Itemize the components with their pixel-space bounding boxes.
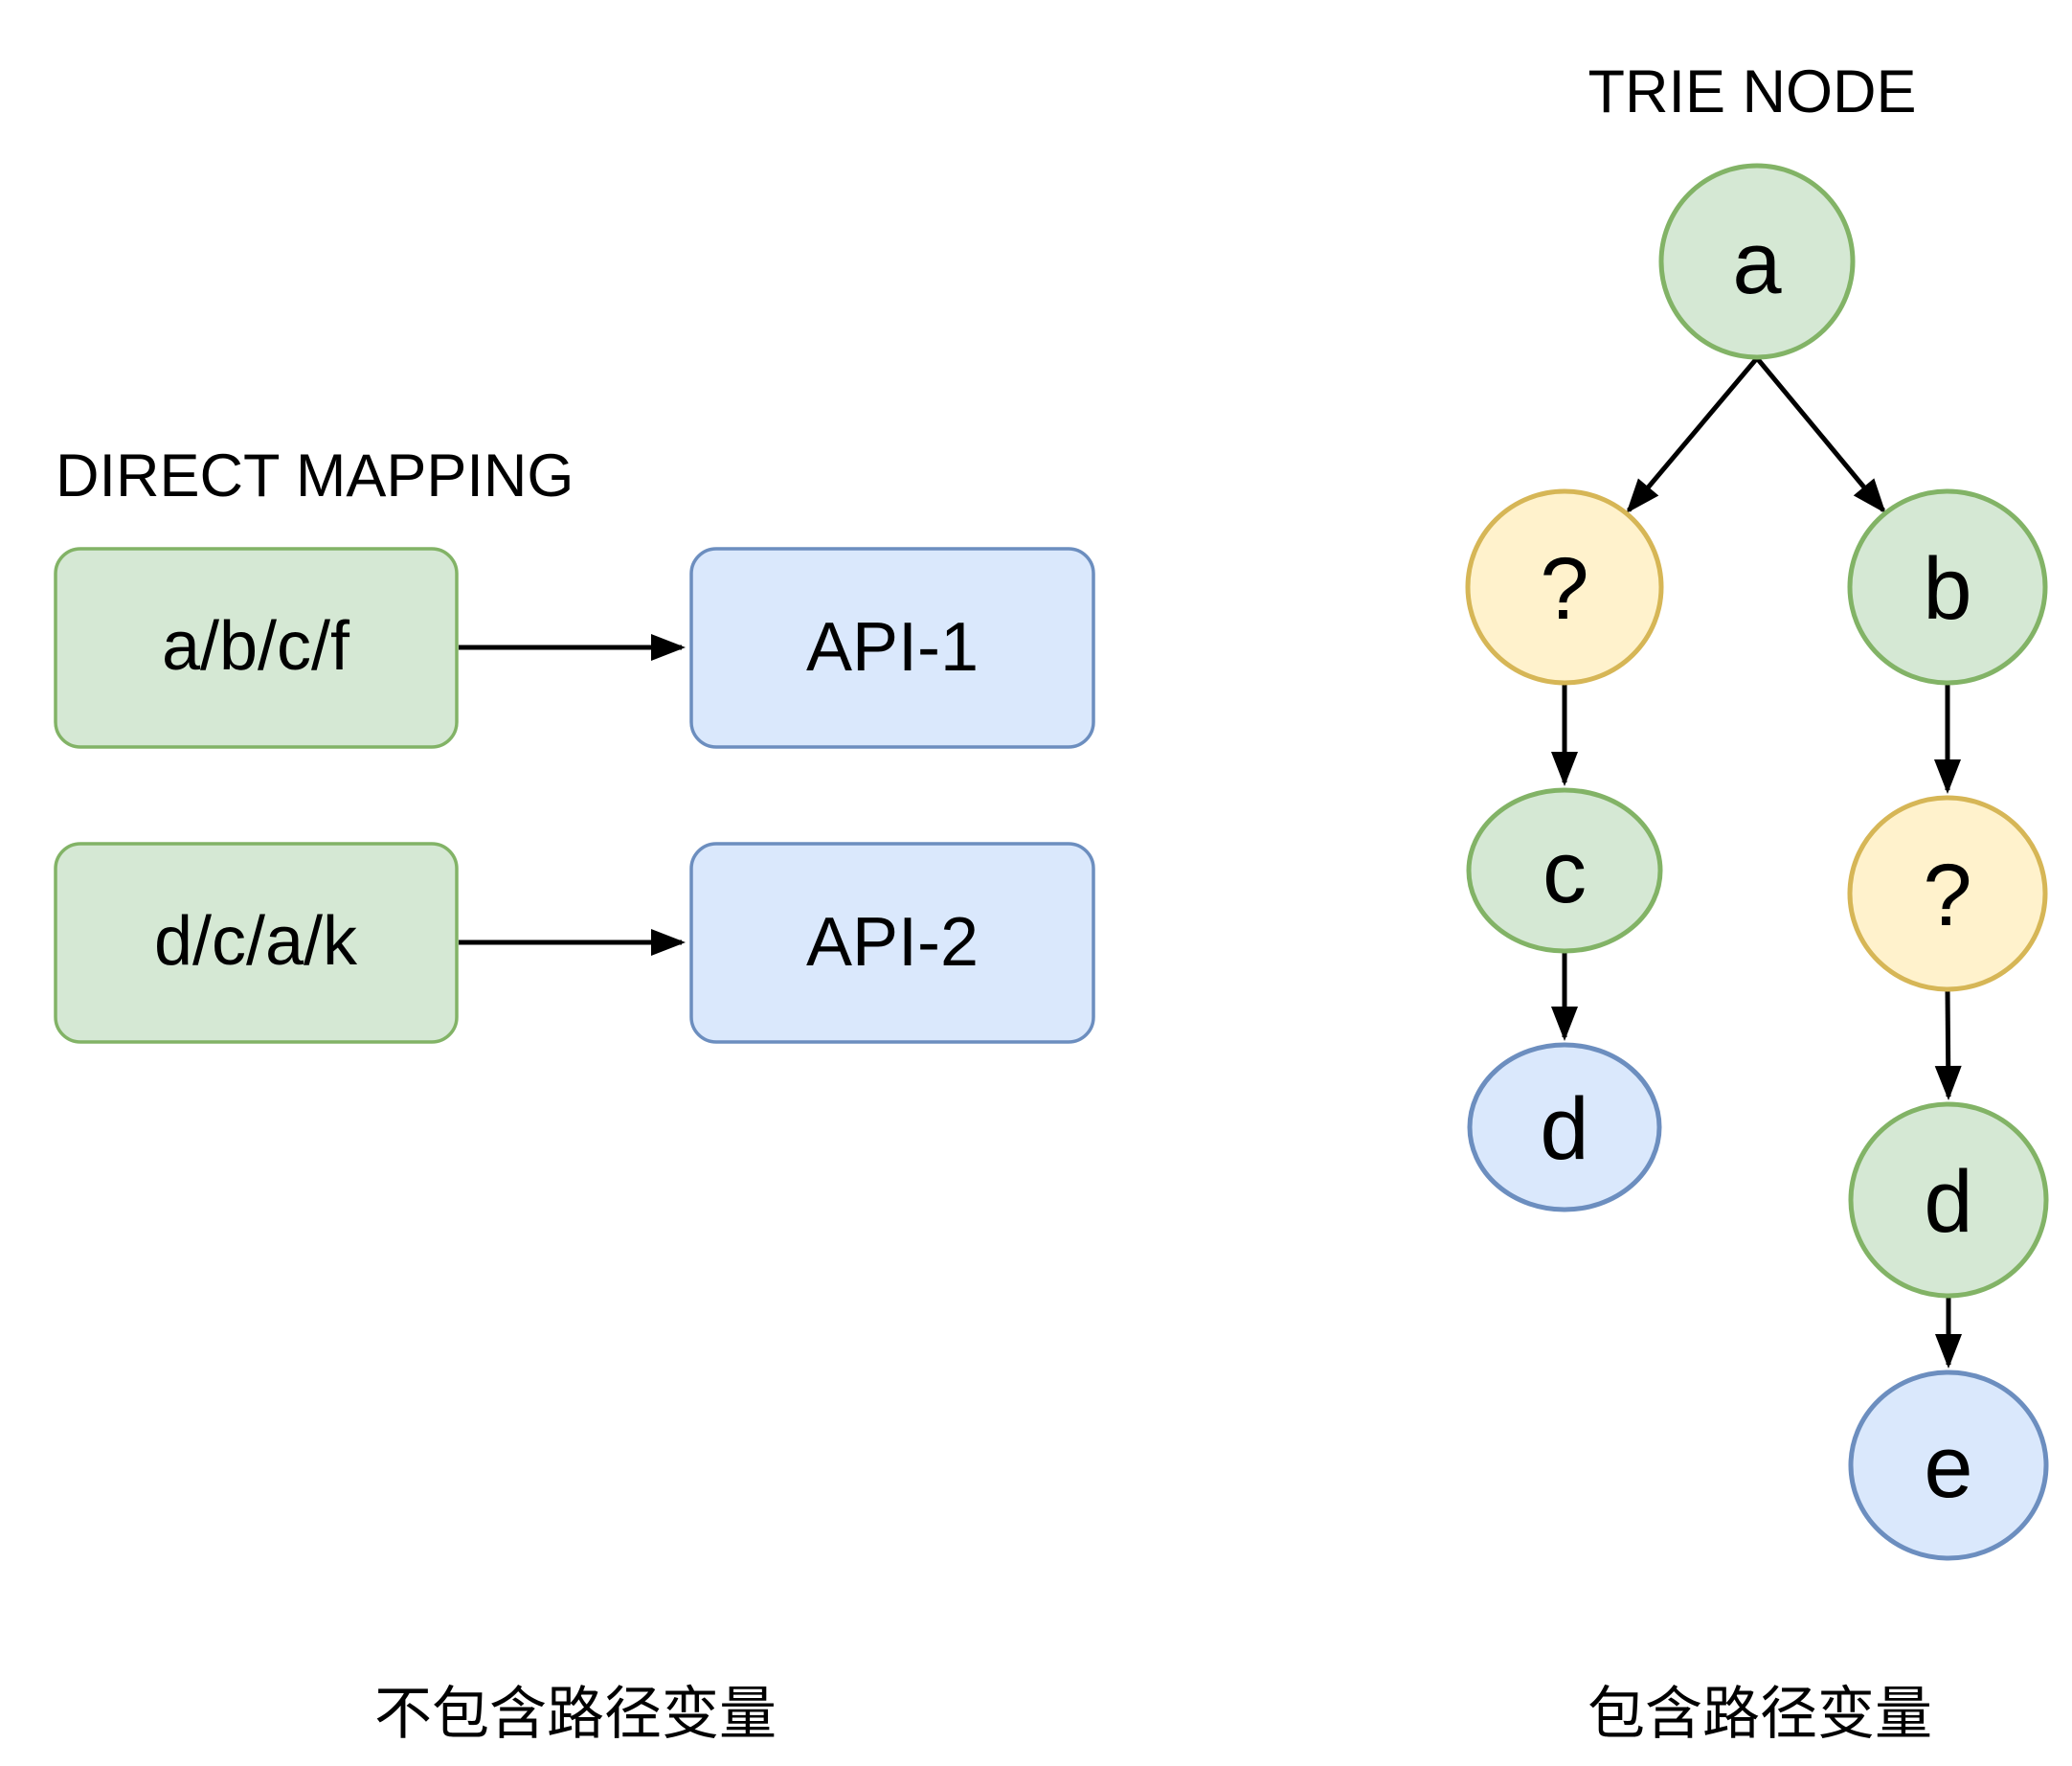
mapping-source-label-1: a/b/c/f [162, 608, 350, 685]
direct-mapping-title: DIRECT MAPPING [56, 442, 574, 509]
trie-node-b [1847, 488, 2048, 686]
trie-node-a [1658, 163, 1856, 360]
right-caption: 包含路径变量 [1588, 1682, 1932, 1746]
trie-node-e-label: e [1924, 1418, 1972, 1516]
trie-node-c-label: c [1543, 824, 1587, 921]
edge-a-to-left-wildcard [1626, 356, 1759, 514]
trie-node-left-d-label: d [1540, 1080, 1588, 1178]
mapping-target-label-1: API-1 [806, 609, 979, 686]
trie-node-right-wildcard [1847, 795, 2048, 992]
mapping-source-box-1 [54, 547, 459, 749]
trie-node-right-d-label: d [1924, 1153, 1972, 1251]
trie-node-b-label: b [1923, 540, 1971, 638]
trie-node-a-label: a [1732, 215, 1782, 312]
mapping-target-label-2: API-2 [806, 904, 979, 981]
trie-node-left-wildcard-label: ? [1540, 540, 1588, 638]
trie-node-left-wildcard [1465, 488, 1664, 686]
mapping-source-box-2 [54, 842, 459, 1044]
edge-a-to-b [1755, 356, 1886, 514]
trie-node-c [1466, 787, 1663, 954]
mapping-target-box-2 [689, 842, 1095, 1044]
trie-node-e [1848, 1370, 2049, 1561]
trie-node-left-d [1467, 1042, 1662, 1212]
trie-node-right-wildcard-label: ? [1923, 847, 1971, 944]
mapping-source-label-2: d/c/a/k [154, 903, 358, 980]
left-caption: 不包含路径变量 [374, 1682, 777, 1746]
mapping-target-box-1 [689, 547, 1095, 749]
trie-node-right-d [1848, 1101, 2049, 1299]
trie-node-title: TRIE NODE [1588, 58, 1916, 125]
